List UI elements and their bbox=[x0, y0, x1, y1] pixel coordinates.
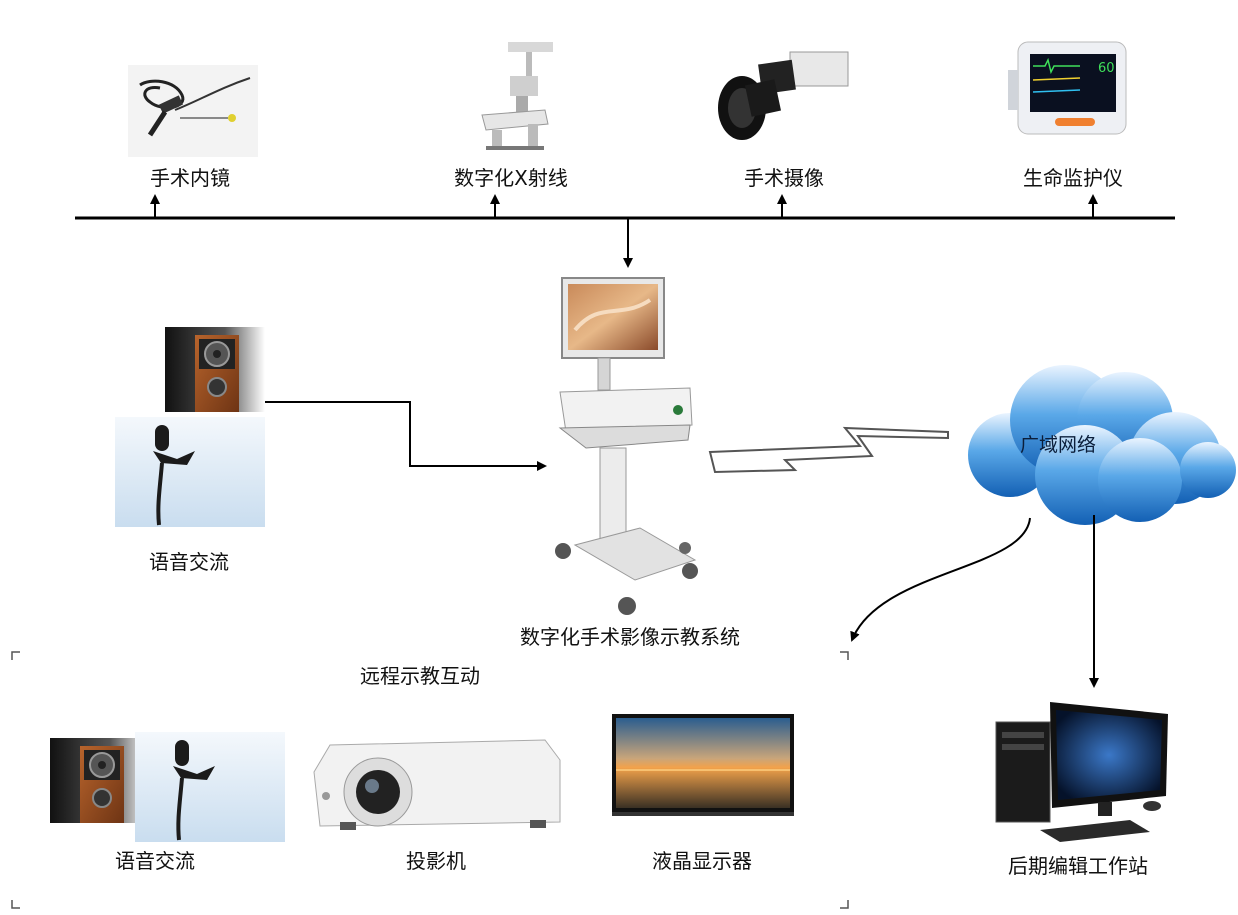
svg-text:60: 60 bbox=[1098, 61, 1115, 76]
lcd-display-icon bbox=[612, 714, 794, 816]
endoscope-icon bbox=[128, 65, 258, 157]
voice-left-label: 语音交流 bbox=[149, 550, 229, 574]
camera-label: 手术摄像 bbox=[744, 166, 824, 190]
voice-bottom-label: 语音交流 bbox=[115, 849, 195, 873]
computer-workstation-icon bbox=[995, 702, 1168, 842]
remote-section-title: 远程示教互动 bbox=[360, 664, 480, 688]
surgical-camera-icon bbox=[718, 51, 849, 140]
workstation-label: 后期编辑工作站 bbox=[1008, 854, 1148, 878]
patient-monitor-icon: 60 bbox=[1008, 41, 1127, 135]
network-label: 广域网络 bbox=[1019, 434, 1097, 456]
medical-cart-icon bbox=[555, 277, 698, 615]
lcd-label: 液晶显示器 bbox=[652, 849, 752, 873]
xray-machine-icon bbox=[481, 42, 553, 150]
cloud-icon bbox=[968, 365, 1236, 525]
monitor-label: 生命监护仪 bbox=[1023, 166, 1123, 190]
top-bus-arrows bbox=[150, 194, 1098, 268]
projector-label: 投影机 bbox=[406, 849, 466, 873]
remote-section-frame bbox=[11, 651, 849, 909]
wireless-link-icon bbox=[708, 426, 949, 474]
center-system-label: 数字化手术影像示教系统 bbox=[520, 625, 740, 649]
speaker-mic-icon bbox=[113, 326, 267, 529]
endoscope-label: 手术内镜 bbox=[150, 166, 230, 190]
speaker-mic-icon bbox=[49, 730, 287, 844]
projector-icon bbox=[313, 739, 561, 830]
xray-label: 数字化X射线 bbox=[454, 166, 568, 190]
